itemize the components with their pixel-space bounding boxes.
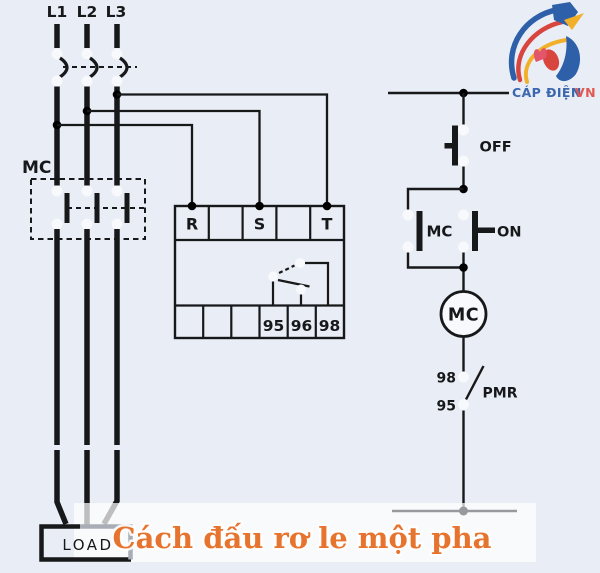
off-button-icon [444, 124, 469, 167]
logo-text-secondary: VN [575, 85, 596, 100]
phase-label-l3: L3 [106, 3, 127, 21]
relay-terminal-r: R [186, 215, 198, 234]
relay-changeover-switch-icon [268, 258, 330, 306]
logo-vietnam-cables-icon [508, 2, 584, 84]
relay-terminal-96: 96 [291, 317, 313, 335]
on-button-label: ON [497, 225, 521, 241]
mc-main-contacts-icon [51, 185, 144, 230]
on-button-icon [458, 209, 495, 253]
relay-terminal-95: 95 [263, 317, 285, 335]
relay-terminal-t: T [322, 215, 333, 234]
load-label: LOAD [62, 536, 113, 554]
caption-text-glow: Cách đấu rơ le một pha [113, 521, 492, 555]
cap-dien-vn-logo: CÁP ĐIỆN VN [508, 2, 596, 100]
pmr-label: PMR [483, 386, 518, 402]
mc-aux-contact-icon [402, 209, 423, 253]
phase-label-l1: L1 [47, 3, 68, 21]
pmr-terminal-98: 98 [437, 371, 456, 387]
logo-text-primary: CÁP ĐIỆN [512, 85, 582, 100]
mc-contactor-block: MC [22, 158, 146, 526]
mc-aux-contact-label: MC [427, 223, 453, 241]
phase-monitor-relay-block: R S T 95 96 98 [173, 201, 346, 340]
load-feeders [54, 229, 120, 526]
neutral-rail-faded [392, 506, 517, 516]
relay-terminal-dots [187, 201, 332, 211]
phase-label-l2: L2 [77, 3, 98, 21]
off-button-label: OFF [480, 140, 512, 156]
caption-text: Cách đấu rơ le một pha [113, 521, 492, 555]
three-phase-incomer: L1 L2 L3 [47, 3, 329, 204]
mc-contactor-label: MC [22, 158, 51, 178]
mc-coil-label: MC [448, 306, 479, 326]
pmr-contact-icon [458, 365, 485, 410]
tap-wires-to-relay [57, 93, 329, 204]
relay-terminal-98: 98 [319, 317, 341, 335]
load-box: LOAD [39, 524, 133, 562]
caption: Cách đấu rơ le một pha Cách đấu rơ le mộ… [110, 519, 494, 558]
caption-overlay [74, 503, 536, 562]
relay-terminal-s: S [254, 215, 266, 234]
pmr-terminal-95: 95 [437, 399, 456, 415]
circuit-breaker-icon [51, 48, 137, 87]
control-circuit: OFF MC ON MC [388, 88, 521, 511]
